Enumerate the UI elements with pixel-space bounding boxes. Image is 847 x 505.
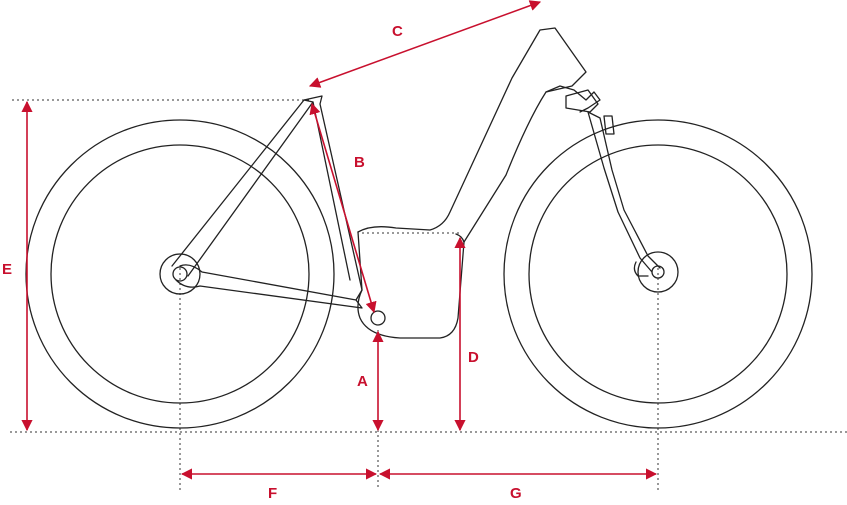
seat-tube	[303, 95, 363, 301]
guide-lines	[10, 99, 847, 490]
bottom-bracket	[370, 310, 386, 326]
fork-dropout	[633, 261, 649, 277]
motor-housing	[357, 231, 465, 339]
bike-frame	[171, 27, 661, 339]
label-f: F	[268, 485, 277, 502]
down-tube	[357, 27, 587, 243]
fork-crown	[603, 115, 615, 135]
front-fork	[587, 111, 661, 273]
dimension-labels: A B C D E F G	[2, 23, 522, 502]
dimension-c-arrow	[308, 0, 542, 88]
dimension-arrows	[21, 0, 658, 480]
label-d: D	[468, 349, 479, 366]
seat-stay	[171, 99, 314, 277]
head-tube	[545, 85, 601, 113]
label-g: G	[510, 485, 522, 502]
label-a: A	[357, 373, 368, 390]
stem	[565, 89, 599, 113]
dimension-b-arrow	[309, 102, 377, 314]
label-c: C	[392, 23, 403, 40]
label-b: B	[354, 154, 365, 171]
label-e: E	[2, 261, 12, 278]
